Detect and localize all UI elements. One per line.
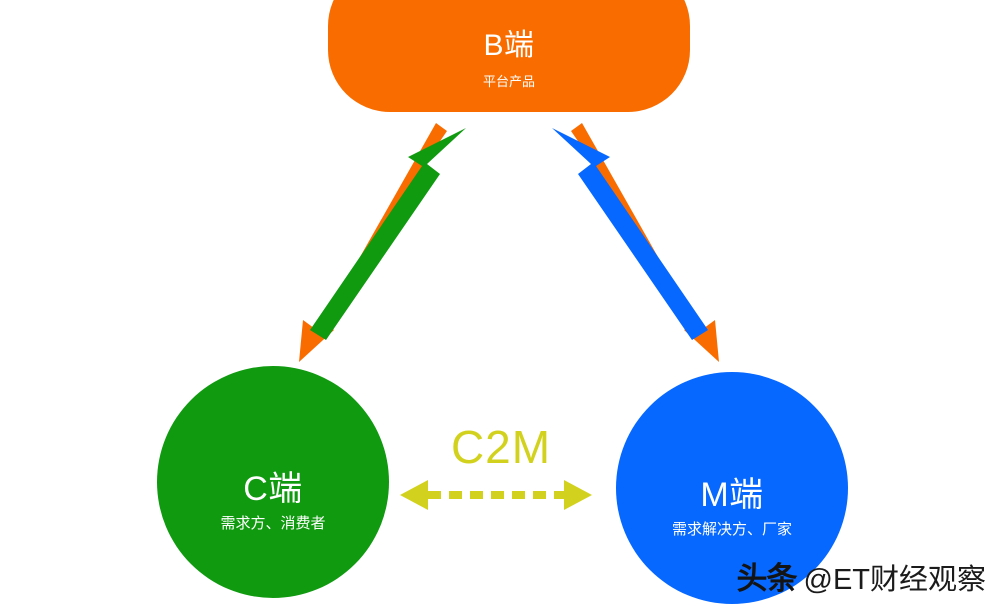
- c2m-left-arrowhead: [400, 480, 428, 510]
- b-to-c-arrow-shape: [299, 123, 447, 362]
- connector-b-to-c[interactable]: [299, 123, 447, 362]
- c-node-shape: [157, 366, 389, 598]
- watermark-handle: @ET财经观察: [803, 564, 987, 596]
- connector-c-to-b[interactable]: [310, 128, 466, 340]
- watermark-brand: 头条: [736, 561, 798, 596]
- c2m-label: C2M: [451, 421, 551, 473]
- c-node[interactable]: C端 需求方、消费者: [157, 366, 389, 598]
- c-node-label: C端: [243, 470, 303, 508]
- m-node-label: M端: [700, 476, 763, 514]
- b-node[interactable]: B端 平台产品: [328, 0, 690, 112]
- c2m-right-arrowhead: [564, 480, 592, 510]
- c-to-b-arrow-shape: [310, 128, 466, 340]
- m-to-b-arrow-shape: [552, 128, 708, 340]
- c-node-sublabel: 需求方、消费者: [220, 515, 325, 532]
- m-node[interactable]: M端 需求解决方、厂家: [616, 372, 848, 604]
- m-node-sublabel: 需求解决方、厂家: [672, 521, 792, 538]
- b-node-label: B端: [483, 29, 534, 62]
- connector-b-to-m[interactable]: [571, 123, 719, 362]
- connector-m-to-b[interactable]: [552, 128, 708, 340]
- connector-c-to-m[interactable]: [400, 480, 592, 510]
- b-to-m-arrow-shape: [571, 123, 719, 362]
- b-node-sublabel: 平台产品: [483, 74, 535, 89]
- b-node-shape: [328, 0, 690, 112]
- m-node-shape: [616, 372, 848, 604]
- watermark: 头条 @ET财经观察: [737, 563, 987, 595]
